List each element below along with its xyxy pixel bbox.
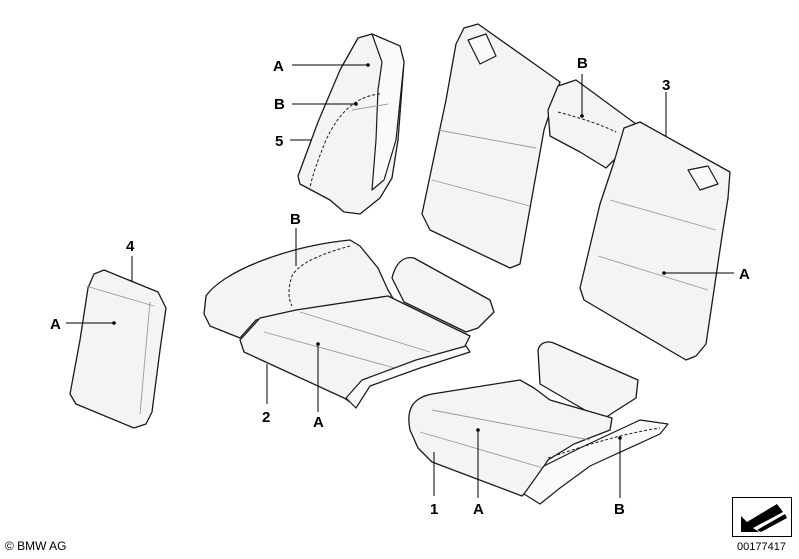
- callout-a-side-panel: A: [50, 316, 61, 333]
- diagram-id: 00177417: [737, 541, 786, 553]
- callout-1: 1: [430, 501, 438, 518]
- callout-b-backrest-side: B: [274, 96, 285, 113]
- callout-b-center: B: [577, 55, 588, 72]
- copyright-text: © BMW AG: [5, 539, 67, 553]
- callout-b-cushion-left: B: [290, 211, 301, 228]
- callout-2: 2: [262, 409, 270, 426]
- leader-lines: [66, 63, 734, 498]
- part-5-backrest-side-cover[interactable]: [297, 33, 405, 215]
- callout-5: 5: [275, 133, 283, 150]
- part-1-seat-cushion-cover-right[interactable]: [408, 341, 669, 505]
- part-3-backrest-cover[interactable]: [421, 23, 731, 361]
- part-2-seat-cushion-cover-left[interactable]: [203, 239, 495, 409]
- callout-4: 4: [126, 238, 135, 255]
- part-4-side-panel-cover[interactable]: [69, 269, 167, 429]
- callout-a-backrest-side: A: [273, 58, 284, 75]
- callout-3: 3: [662, 77, 670, 94]
- direction-arrow-icon: [732, 497, 792, 537]
- callout-a-cushion-right: A: [473, 501, 484, 518]
- callout-a-backrest-right: A: [739, 266, 750, 283]
- callout-b-cushion-right: B: [614, 501, 625, 518]
- callout-a-cushion-left: A: [313, 414, 324, 431]
